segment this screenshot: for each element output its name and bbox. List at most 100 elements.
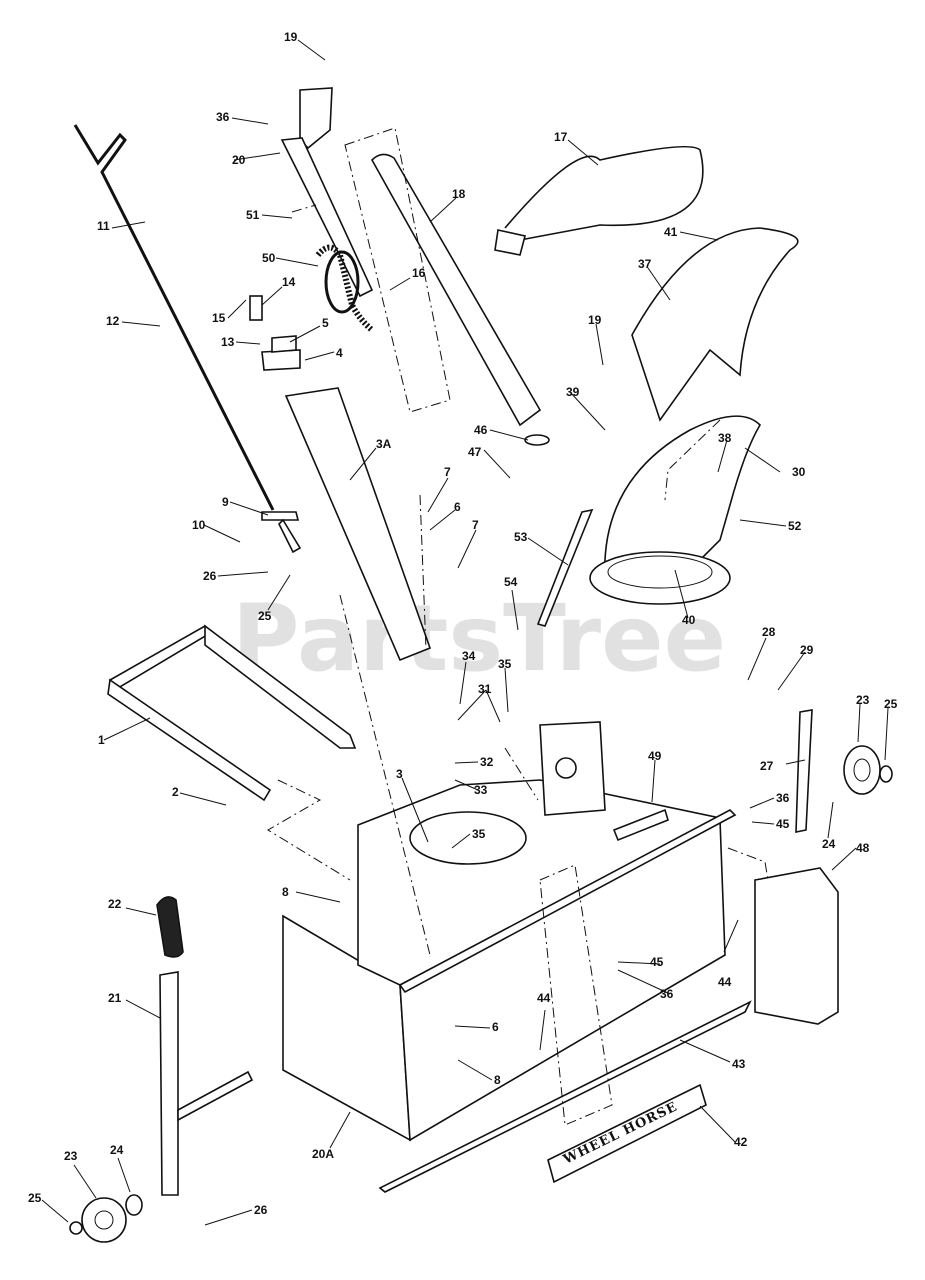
part-4-plate xyxy=(261,349,301,371)
callout-24-right: 24 xyxy=(822,837,836,851)
callout-25-left: 25 xyxy=(28,1191,42,1205)
callout-5: 5 xyxy=(322,316,329,330)
callout-45b: 45 xyxy=(650,955,664,969)
callout-39: 39 xyxy=(566,385,580,399)
part-53-strap xyxy=(536,508,594,627)
callout-20: 20 xyxy=(232,153,246,167)
callout-21: 21 xyxy=(108,991,122,1005)
part-3a-tube xyxy=(284,387,432,662)
callout-26b: 26 xyxy=(254,1203,268,1217)
part-23-wheel-right xyxy=(843,745,881,795)
part-23-wheel-left xyxy=(81,1197,127,1243)
callout-45: 45 xyxy=(776,817,790,831)
callout-8: 8 xyxy=(282,885,289,899)
part-21-handle xyxy=(159,971,179,1196)
leader-lines xyxy=(41,39,889,1226)
callout-51: 51 xyxy=(246,208,260,222)
callout-labels: 19 36 20 51 50 16 14 15 13 5 4 11 12 18 … xyxy=(28,30,898,1217)
part-21-axle xyxy=(177,1070,254,1122)
part-50-spring xyxy=(315,244,374,333)
callout-53: 53 xyxy=(514,530,528,544)
callout-7b: 7 xyxy=(472,518,479,532)
callout-41: 41 xyxy=(664,225,678,239)
callout-2: 2 xyxy=(172,785,179,799)
callout-19: 19 xyxy=(284,30,298,44)
callout-25: 25 xyxy=(258,609,272,623)
part-11-control-rod xyxy=(73,124,302,554)
callout-36: 36 xyxy=(216,110,230,124)
part-14-spring xyxy=(249,295,263,321)
part-17-fitting xyxy=(494,229,526,256)
part-24-bushing-left xyxy=(125,1194,143,1216)
callout-27: 27 xyxy=(760,759,774,773)
part-48-side-plate xyxy=(754,867,839,1025)
callout-32: 32 xyxy=(480,755,494,769)
callout-40: 40 xyxy=(682,613,696,627)
callout-11: 11 xyxy=(97,219,110,233)
callout-28: 28 xyxy=(762,625,776,639)
part-43-scraper-blade xyxy=(378,1000,752,1193)
callout-6: 6 xyxy=(454,500,461,514)
callout-6b: 6 xyxy=(492,1020,499,1034)
part-5-clip xyxy=(271,335,297,353)
callout-18: 18 xyxy=(452,187,466,201)
part-30-chute xyxy=(603,415,762,581)
callout-7: 7 xyxy=(444,465,451,479)
badge-text: WHEEL HORSE xyxy=(560,1099,680,1168)
callout-38: 38 xyxy=(718,431,732,445)
callout-9: 9 xyxy=(222,495,229,509)
guide-lines xyxy=(267,127,769,1126)
callout-36c: 36 xyxy=(660,987,674,1001)
callout-23-left: 23 xyxy=(64,1149,78,1163)
part-20-bracket xyxy=(280,87,374,298)
callout-47: 47 xyxy=(468,445,482,459)
callout-14: 14 xyxy=(282,275,296,289)
part-25-washer-right xyxy=(879,765,893,783)
part-49-decal xyxy=(612,808,669,842)
part-42-badge: WHEEL HORSE xyxy=(547,1083,707,1184)
part-17-cable xyxy=(504,145,704,241)
callout-46: 46 xyxy=(474,423,488,437)
callout-20a: 20A xyxy=(312,1147,334,1161)
part-27-arm xyxy=(795,709,813,833)
callout-34: 34 xyxy=(462,649,476,663)
part-30-chute-base xyxy=(589,551,731,605)
callout-52: 52 xyxy=(788,519,802,533)
callout-36b: 36 xyxy=(776,791,790,805)
callout-22: 22 xyxy=(108,897,122,911)
callout-25-right: 25 xyxy=(884,697,898,711)
callout-10: 10 xyxy=(192,518,206,532)
callout-8b: 8 xyxy=(494,1073,501,1087)
callout-4: 4 xyxy=(336,346,343,360)
callout-3a: 3A xyxy=(376,437,392,451)
callout-3: 3 xyxy=(396,767,403,781)
callout-16: 16 xyxy=(412,266,426,280)
part-1-frame xyxy=(107,624,357,802)
callout-44-right: 44 xyxy=(718,975,732,989)
part-20a-housing xyxy=(282,721,737,1142)
callout-49: 49 xyxy=(648,749,662,763)
callout-37: 37 xyxy=(638,257,652,271)
callout-43: 43 xyxy=(732,1057,746,1071)
callout-13: 13 xyxy=(221,335,235,349)
callout-42: 42 xyxy=(734,1135,748,1149)
callout-54: 54 xyxy=(504,575,518,589)
callout-30: 30 xyxy=(792,465,806,479)
callout-23-right: 23 xyxy=(856,693,870,707)
callout-50: 50 xyxy=(262,251,276,265)
callout-19b: 19 xyxy=(588,313,602,327)
callout-35: 35 xyxy=(498,657,512,671)
callout-26: 26 xyxy=(203,569,217,583)
callout-15: 15 xyxy=(212,311,226,325)
callout-29: 29 xyxy=(800,643,814,657)
callout-48: 48 xyxy=(856,841,870,855)
part-37-deflector xyxy=(631,227,799,422)
part-22-grip xyxy=(156,896,184,958)
callout-31: 31 xyxy=(478,682,492,696)
part-25-washer-left xyxy=(69,1221,83,1235)
callout-12: 12 xyxy=(106,314,120,328)
callout-35b: 35 xyxy=(472,827,486,841)
callout-33: 33 xyxy=(474,783,488,797)
callout-17: 17 xyxy=(554,130,568,144)
